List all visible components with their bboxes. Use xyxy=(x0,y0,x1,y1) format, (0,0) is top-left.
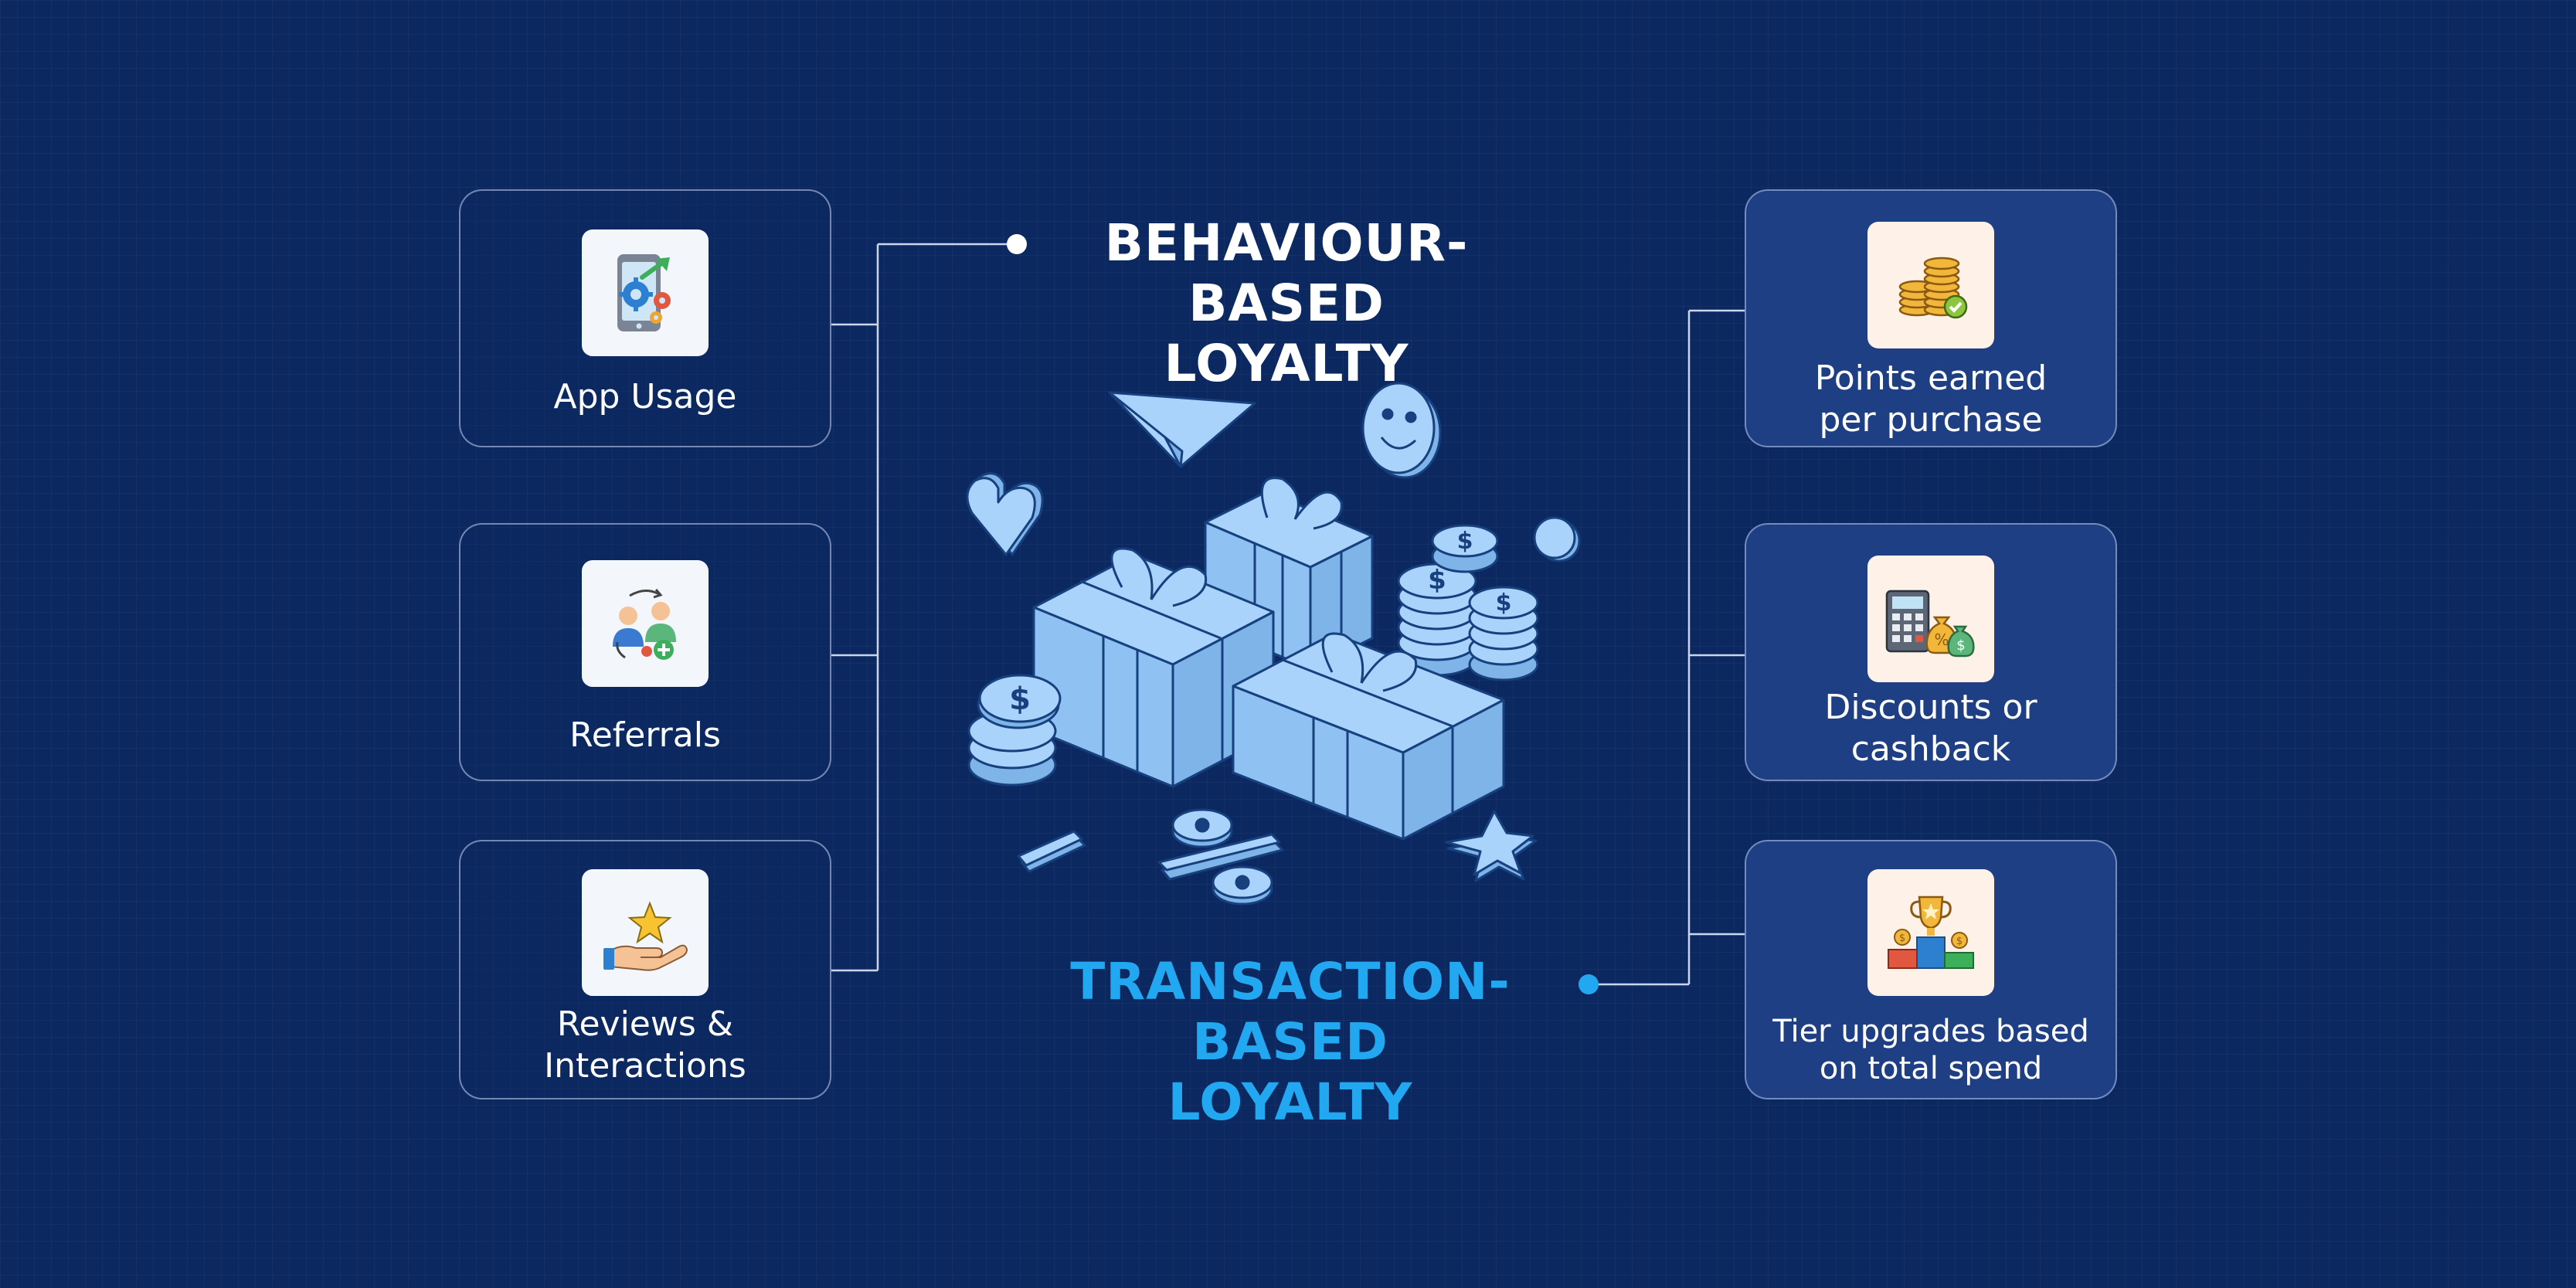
svg-text:$: $ xyxy=(1956,637,1965,654)
behaviour-heading: BEHAVIOUR-BASED LOYALTY xyxy=(1029,213,1544,394)
transaction-heading-line1: TRANSACTION-BASED xyxy=(1070,952,1511,1072)
card-points-earned: Points earned per purchase xyxy=(1745,189,2117,447)
card-discounts-cashback: % $ Discounts or cashback xyxy=(1745,523,2117,781)
reviews-label-line2: Interactions xyxy=(544,1046,746,1086)
transaction-heading: TRANSACTION-BASED LOYALTY xyxy=(1004,952,1576,1133)
tier-upgrades-label: Tier upgrades based on total spend xyxy=(1772,1013,2088,1087)
hand-star-icon xyxy=(582,869,709,996)
referrals-label: Referrals xyxy=(569,715,721,755)
calculator-money-bags-icon: % $ xyxy=(1867,556,1994,682)
trophy-podium-icon: $ $ xyxy=(1867,869,1994,996)
points-earned-label: Points earned per purchase xyxy=(1815,358,2047,441)
svg-text:%: % xyxy=(1934,630,1949,649)
app-usage-label: App Usage xyxy=(553,377,737,416)
phone-gears-icon xyxy=(582,229,709,356)
card-reviews-interactions: Reviews & Interactions xyxy=(459,840,831,1099)
svg-text:$: $ xyxy=(1899,933,1905,944)
discounts-cashback-label: Discounts or cashback xyxy=(1824,687,2037,770)
points-label-line1: Points earned xyxy=(1814,359,2048,398)
card-app-usage: App Usage xyxy=(459,189,831,447)
coin-stack-icon xyxy=(1867,222,1994,348)
transaction-dot xyxy=(1579,974,1599,994)
discounts-label-line1: Discounts or xyxy=(1824,688,2037,727)
discounts-label-line2: cashback xyxy=(1850,729,2011,769)
points-label-line2: per purchase xyxy=(1819,400,2043,440)
card-tier-upgrades: $ $ Tier upgrades based on total spend xyxy=(1745,840,2117,1099)
referral-people-icon xyxy=(582,560,709,687)
svg-text:$: $ xyxy=(1956,936,1963,947)
tier-label-line1: Tier upgrades based xyxy=(1772,1014,2089,1049)
behaviour-heading-line1: BEHAVIOUR-BASED xyxy=(1104,213,1469,333)
reviews-interactions-label: Reviews & Interactions xyxy=(544,1004,746,1087)
reviews-label-line1: Reviews & xyxy=(556,1004,734,1044)
tier-label-line2: on total spend xyxy=(1819,1051,2043,1086)
transaction-heading-line2: LOYALTY xyxy=(1167,1072,1413,1132)
behaviour-dot xyxy=(1007,234,1027,254)
card-referrals: Referrals xyxy=(459,523,831,781)
behaviour-heading-line2: LOYALTY xyxy=(1164,334,1409,393)
